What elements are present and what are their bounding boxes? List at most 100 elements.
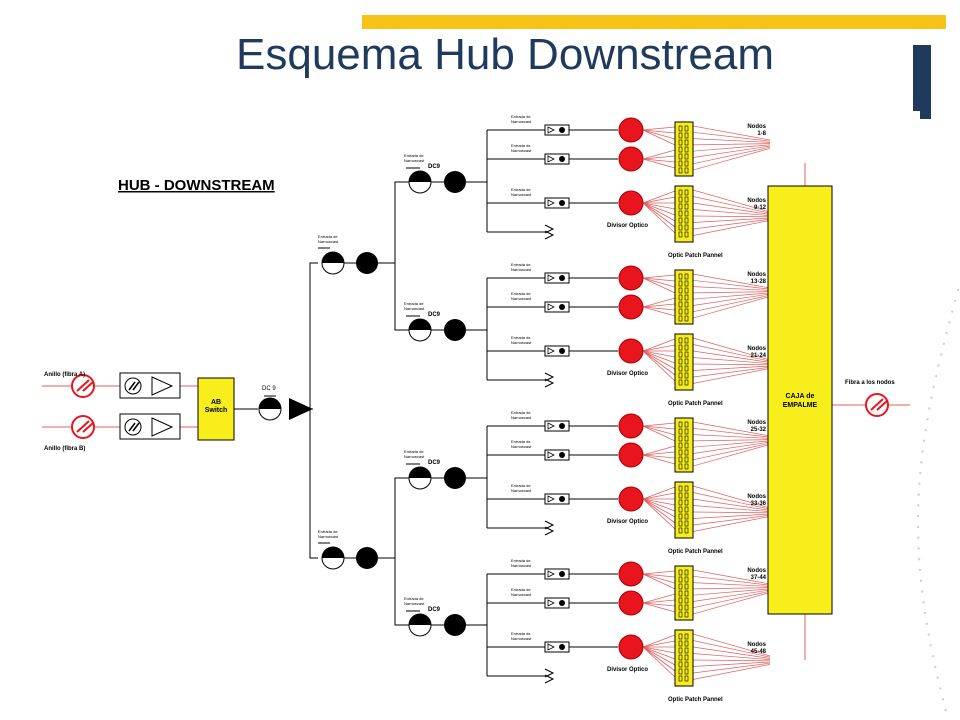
l1-to-group-3 (378, 557, 409, 626)
dc9-coupler-3-top (409, 614, 431, 625)
fiber-fan (642, 155, 676, 160)
patch-panel-a-1-port (684, 273, 689, 280)
caja-label: EMPALME (783, 402, 818, 409)
patch-panel-a-3-port (684, 597, 689, 604)
fiber-fan (642, 149, 676, 160)
divisor-label-3: Divisor Optico (607, 667, 648, 673)
branch-receiver-0-2 (544, 197, 570, 209)
panel-to-caja-fiber (692, 209, 771, 216)
branch-receiver-0-1-triangle (547, 155, 555, 163)
dc9-label-2: DC9 (428, 460, 441, 466)
fiber-fan (642, 277, 676, 288)
panel-to-caja-fiber (692, 633, 771, 657)
patch-panel-b-3-port (684, 647, 689, 654)
panel-to-caja-fiber (692, 582, 771, 587)
branch-receiver-0-0-triangle (547, 126, 555, 134)
fiber-fan (642, 498, 676, 512)
branch-narrowcast-2-2: Entrada de (511, 483, 531, 488)
decor-dot (948, 321, 951, 324)
patch-panel-b-3-port (678, 668, 683, 675)
panel-to-caja-fiber (692, 138, 771, 143)
branch-receiver-2-2-dot (559, 496, 565, 502)
branch-narrowcast-3-0: Entrada de (511, 558, 531, 563)
l1-coupler-1-top (322, 547, 344, 558)
panel-to-caja-fiber (692, 440, 771, 448)
patch-panel-b-1-port (678, 358, 683, 365)
fiber-fan (642, 306, 676, 317)
fiber-fan (642, 634, 676, 648)
patch-panel-b-3-port (684, 654, 689, 661)
patch-panel-a-3-port (684, 576, 689, 583)
ab-switch-label: Switch (205, 407, 228, 414)
fiber-fan (642, 646, 676, 678)
divisor-label-0: Divisor Optico (607, 223, 648, 229)
branch-receiver-2-0-dot (559, 423, 565, 429)
patch-panel-b-1-port (684, 351, 689, 358)
branch-narrowcast-0-1: Narrowcast (511, 148, 532, 153)
branch-narrowcast-0-2: Narrowcast (511, 192, 532, 197)
decor-dot (942, 342, 946, 346)
fiber-fan (642, 350, 676, 376)
panel-to-caja-fiber (692, 366, 771, 378)
branch-receiver-2-1 (544, 449, 570, 461)
decor-dot (934, 374, 938, 378)
patch-panel-b-3-port (678, 647, 683, 654)
fiber-fan (642, 602, 676, 607)
node-label-7: Nodos (747, 642, 766, 648)
patch-panel-a-2-port (678, 442, 683, 449)
branch-receiver-3-2-dot (559, 644, 565, 650)
patch-panel-a-0-port (684, 132, 689, 139)
patch-panel-a-2-port (684, 463, 689, 470)
l1-disc-1 (356, 547, 378, 569)
patch-panel-a-3-port (684, 590, 689, 597)
panel-to-caja-fiber (692, 215, 771, 218)
patch-panel-b-3 (674, 629, 694, 687)
dc9-coupler-2-top (409, 467, 431, 478)
l1-narrowcast-1: Entrada de (318, 529, 338, 534)
patch-panel-b-0 (674, 185, 694, 243)
patch-panel-a-1-port (678, 280, 683, 287)
ab-switch-label: AB (211, 399, 221, 406)
fiber-fan (642, 451, 676, 456)
main-dc9-label: DC 9 (262, 386, 276, 392)
spare-port-1-upper (544, 372, 555, 382)
decor-dot (925, 622, 929, 626)
patch-panel-b-3-port (684, 668, 689, 675)
dc9-narrowcast-0: Entrada de (404, 153, 424, 158)
fiber-fan (642, 126, 676, 131)
fiber-fan (642, 350, 676, 382)
patch-panel-a-3-port (678, 597, 683, 604)
panel-to-caja-fiber (692, 144, 771, 152)
panel-to-caja-fiber (692, 516, 771, 532)
patch-panel-b-2-port (684, 492, 689, 499)
fiber-fan (642, 422, 676, 427)
patch-panel-a-2-port (678, 421, 683, 428)
patch-panel-a-1-port (684, 280, 689, 287)
patch-panel-a-3-port (678, 604, 683, 611)
receiver-dial-0 (124, 377, 142, 395)
decor-dot (919, 579, 923, 582)
decor-dot (917, 547, 920, 550)
panel-to-caja-fiber (692, 344, 771, 362)
decor-dot (944, 708, 947, 712)
spare-port-3-upper (544, 668, 555, 678)
panel-to-caja-fiber (692, 357, 771, 364)
patch-panel-b-2-port (678, 506, 683, 513)
fiber-fan (642, 425, 676, 436)
panel-to-caja-fiber (692, 291, 771, 294)
patch-panel-label-1: Optic Patch Pannel (668, 401, 723, 407)
corner-mark-accent (920, 45, 931, 119)
branch-narrowcast-1-1: Entrada de (511, 291, 531, 296)
branch-narrowcast-2-1: Entrada de (511, 439, 531, 444)
patch-panel-b-1-port (678, 365, 683, 372)
branch-receiver-0-0 (544, 124, 570, 136)
branch-receiver-3-0 (544, 568, 570, 580)
divisor-3-0 (618, 561, 644, 587)
decor-dot (920, 461, 923, 464)
dc9-narrowcast-0: Narrowcast (404, 158, 425, 163)
patch-panel-b-3-port (684, 675, 689, 682)
node-label-3: 21-24 (751, 353, 767, 359)
panel-to-caja-fiber (692, 505, 771, 512)
patch-panel-label-0: Optic Patch Pannel (668, 253, 723, 259)
patch-panel-b-1-port (684, 344, 689, 351)
